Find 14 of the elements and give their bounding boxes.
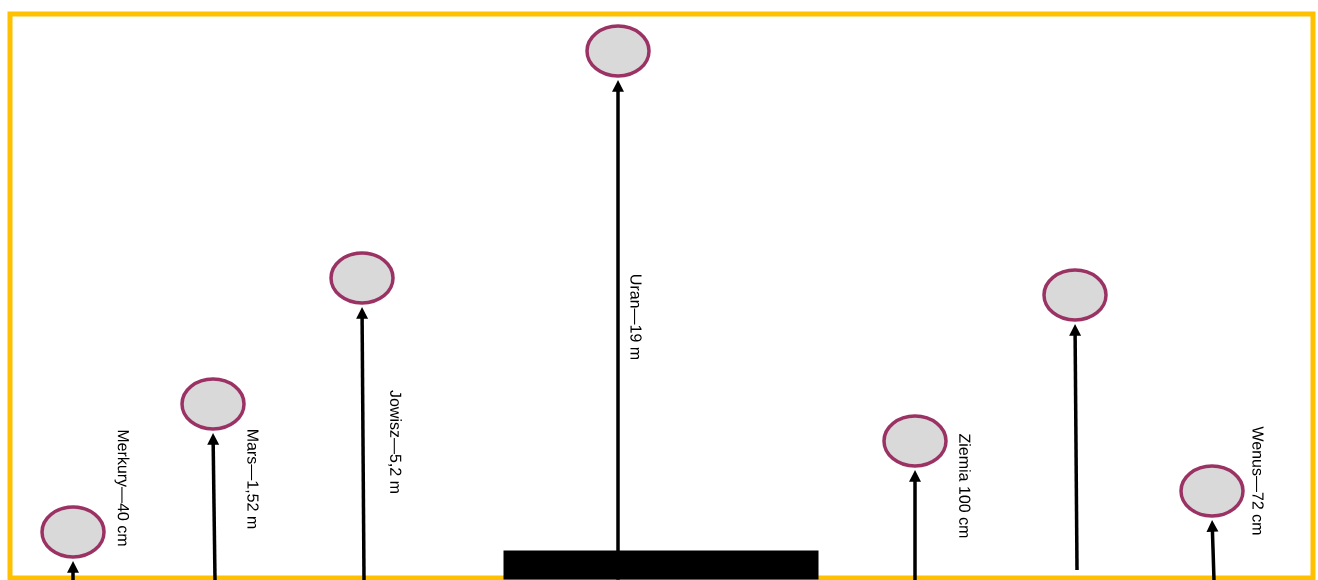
planet-circle bbox=[882, 414, 948, 468]
planet-label: Jowisz—5,2 m bbox=[388, 390, 402, 493]
planet-circle bbox=[40, 505, 106, 559]
planet-label: Merkury—40 cm bbox=[114, 430, 130, 546]
planet-circle bbox=[585, 24, 651, 78]
planet-circle bbox=[1179, 464, 1245, 518]
planet-label: Mars—1,52 m bbox=[245, 430, 259, 529]
planet-circle bbox=[180, 377, 246, 431]
planet-label: Wenus—72 cm bbox=[1252, 426, 1264, 535]
base-bar bbox=[503, 550, 819, 580]
planet-label: Uran—19 m bbox=[630, 275, 642, 360]
planet-label: Ziemia 100 cm bbox=[959, 434, 971, 538]
planet-circle bbox=[329, 251, 395, 305]
planet-circle bbox=[1042, 268, 1108, 322]
